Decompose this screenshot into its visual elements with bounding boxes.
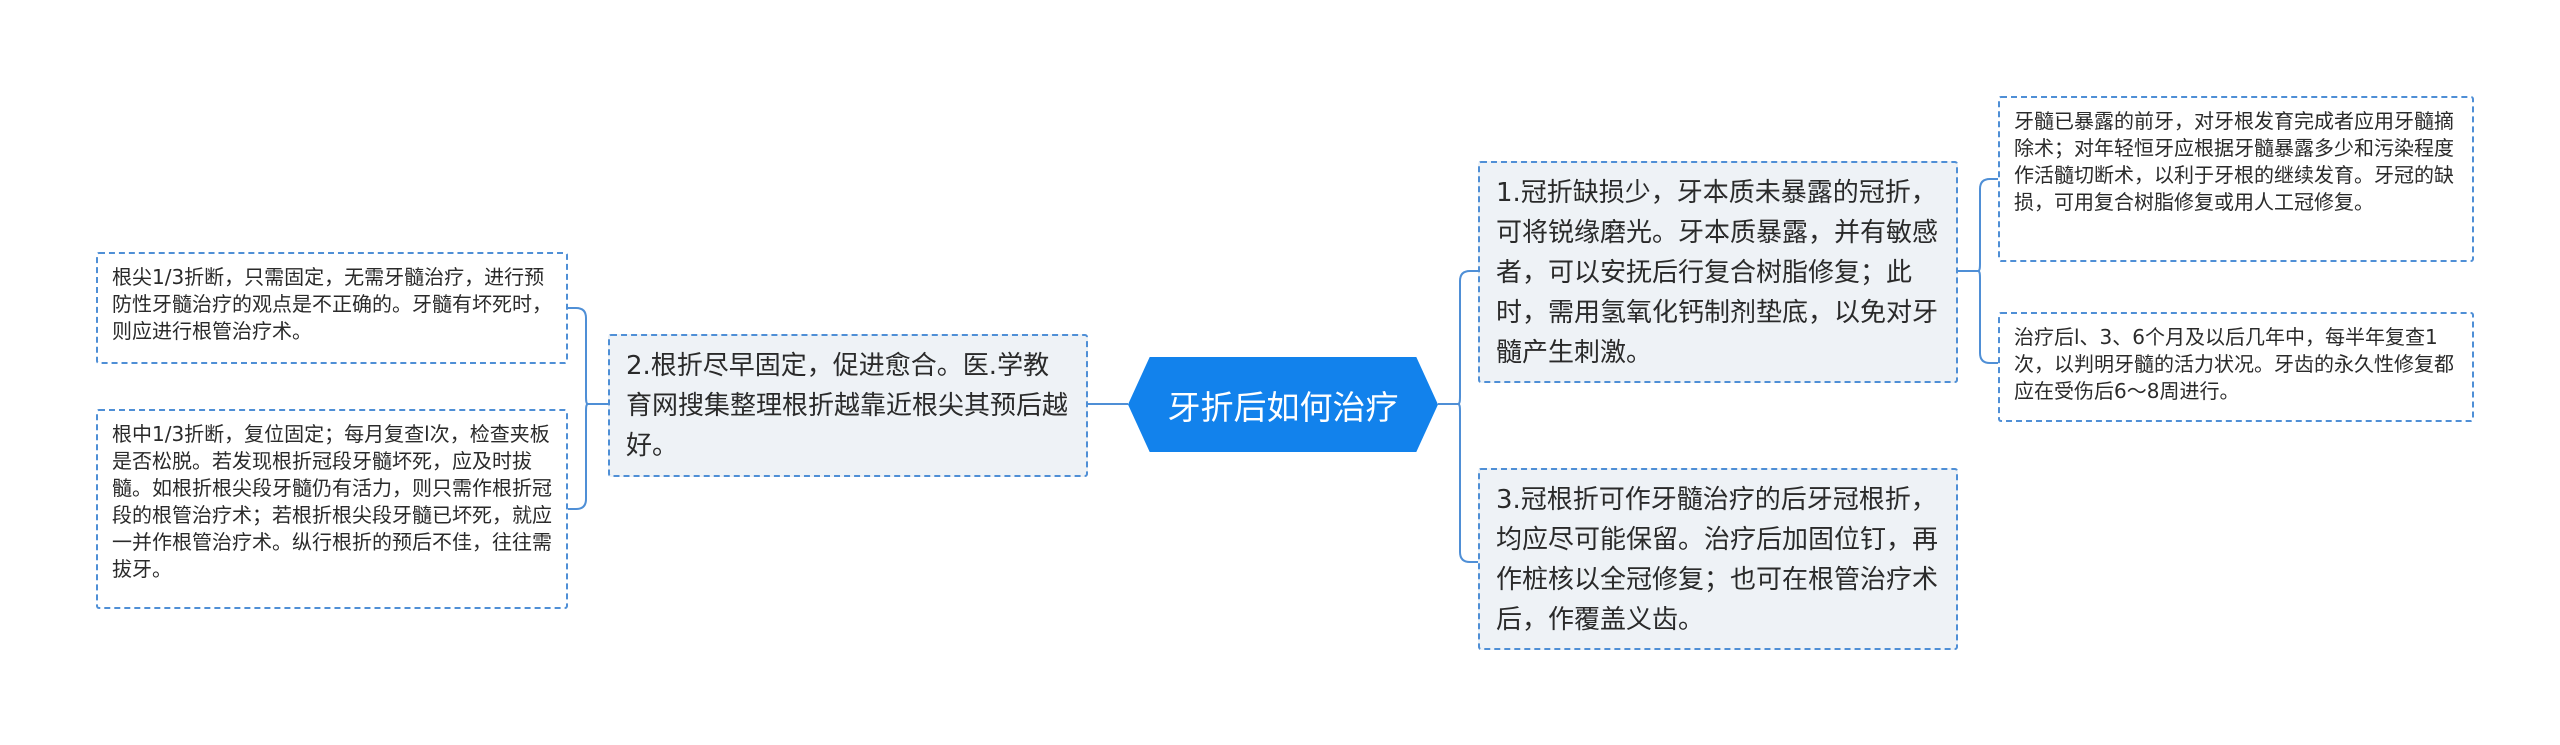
connector-root-b1 — [1438, 270, 1478, 405]
leaf-b1-followup[interactable]: 治疗后l、3、6个月及以后几年中，每半年复查1次，以判明牙髓的活力状况。牙齿的永… — [1998, 312, 2474, 422]
connector-b1-leaves — [1958, 178, 1998, 364]
branch-1-crown-fracture[interactable]: 1.冠折缺损少，牙本质未暴露的冠折，可将锐缘磨光。牙本质暴露，并有敏感者，可以安… — [1478, 161, 1958, 383]
leaf-b1-pulp-exposed-text: 牙髓已暴露的前牙，对牙根发育完成者应用牙髓摘除术；对年轻恒牙应根据牙髓暴露多少和… — [2014, 109, 2454, 214]
connector-root-b3 — [1457, 403, 1478, 563]
branch-3-text: 3.冠根折可作牙髓治疗的后牙冠根折，均应尽可能保留。治疗后加固位钉，再作桩核以全… — [1496, 485, 1939, 635]
leaf-b1-followup-text: 治疗后l、3、6个月及以后几年中，每半年复查1次，以判明牙髓的活力状况。牙齿的永… — [2014, 325, 2454, 403]
root-topic[interactable]: 牙折后如何治疗 — [1128, 357, 1438, 452]
connector-b2-leaves — [568, 307, 608, 510]
leaf-b2-apical-third[interactable]: 根尖1/3折断，只需固定，无需牙髓治疗，进行预防性牙髓治疗的观点是不正确的。牙髓… — [96, 252, 568, 364]
root-topic-label: 牙折后如何治疗 — [1167, 387, 1399, 427]
leaf-b2-apical-third-text: 根尖1/3折断，只需固定，无需牙髓治疗，进行预防性牙髓治疗的观点是不正确的。牙髓… — [112, 265, 552, 343]
branch-2-text: 2.根折尽早固定，促进愈合。医.学教育网搜集整理根折越靠近根尖其预后越好。 — [626, 351, 1069, 461]
branch-2-root-fracture[interactable]: 2.根折尽早固定，促进愈合。医.学教育网搜集整理根折越靠近根尖其预后越好。 — [608, 334, 1088, 477]
branch-1-text: 1.冠折缺损少，牙本质未暴露的冠折，可将锐缘磨光。牙本质暴露，并有敏感者，可以安… — [1496, 178, 1939, 368]
leaf-b1-pulp-exposed[interactable]: 牙髓已暴露的前牙，对牙根发育完成者应用牙髓摘除术；对年轻恒牙应根据牙髓暴露多少和… — [1998, 96, 2474, 262]
leaf-b2-middle-third[interactable]: 根中1/3折断，复位固定；每月复查l次，检查夹板是否松脱。若发现根折冠段牙髓坏死… — [96, 409, 568, 609]
leaf-b2-middle-third-text: 根中1/3折断，复位固定；每月复查l次，检查夹板是否松脱。若发现根折冠段牙髓坏死… — [112, 422, 552, 581]
branch-3-crown-root-fracture[interactable]: 3.冠根折可作牙髓治疗的后牙冠根折，均应尽可能保留。治疗后加固位钉，再作桩核以全… — [1478, 468, 1958, 650]
